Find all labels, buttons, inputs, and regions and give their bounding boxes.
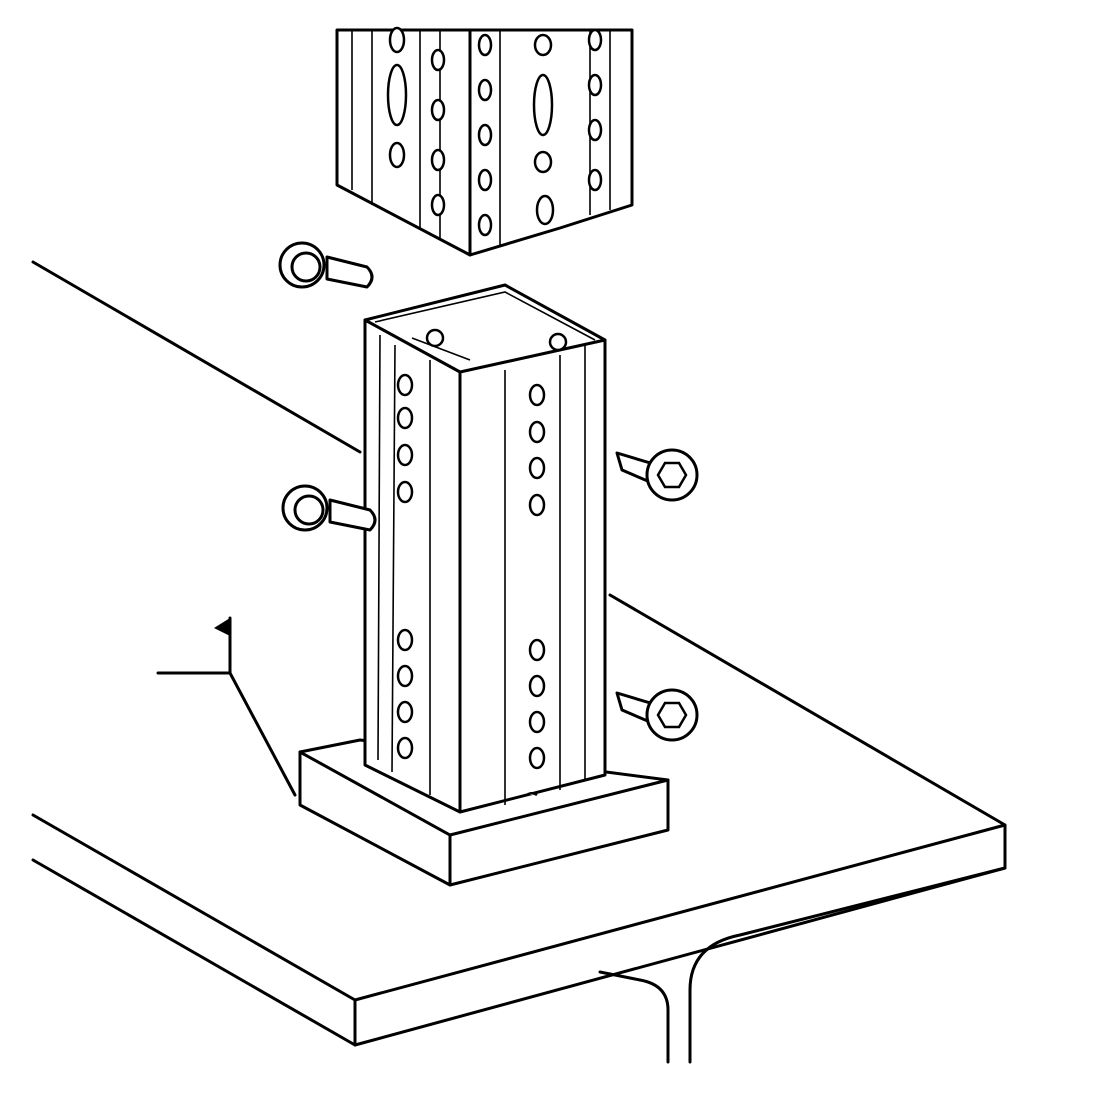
post-hole xyxy=(528,746,546,770)
post-hole xyxy=(396,406,414,430)
upper-post-hole xyxy=(388,141,406,169)
upper-post-hole xyxy=(430,193,446,217)
post-hole xyxy=(528,674,546,698)
upper-post-holes xyxy=(386,26,603,237)
post-hole xyxy=(396,480,414,504)
upper-post-hole xyxy=(430,98,446,122)
upper-post-hole xyxy=(386,63,408,127)
post-hole xyxy=(396,664,414,688)
post-hole xyxy=(425,328,445,348)
post-hole xyxy=(396,443,414,467)
upper-post-hole xyxy=(430,148,446,172)
flange-bolt xyxy=(281,484,377,532)
upper-post-hole xyxy=(388,26,406,54)
post-hole xyxy=(528,456,546,480)
hex-bolt xyxy=(615,688,699,742)
post-hole xyxy=(396,373,414,397)
post-hole xyxy=(528,638,546,662)
upper-post-hole xyxy=(587,118,603,142)
upper-post-hole xyxy=(477,168,493,192)
upper-post-hole xyxy=(587,73,603,97)
base-post xyxy=(363,283,607,814)
post-holes xyxy=(396,328,568,770)
field-weld-symbol xyxy=(156,616,297,797)
upper-post-hole xyxy=(533,150,553,174)
upper-post-hole xyxy=(477,78,493,102)
post-hole xyxy=(528,493,546,517)
post-hole xyxy=(528,710,546,734)
hex-bolt xyxy=(615,448,699,502)
post-hole xyxy=(528,420,546,444)
post-hole xyxy=(396,736,414,760)
upper-post-hole xyxy=(587,168,603,192)
post-hole xyxy=(396,700,414,724)
post-hole xyxy=(548,332,568,352)
upper-post-hole xyxy=(477,123,493,147)
upper-post-hole xyxy=(535,194,555,226)
upper-post-hole xyxy=(477,213,493,237)
upper-post-hole xyxy=(430,48,446,72)
post-hole xyxy=(396,628,414,652)
floor-slab xyxy=(31,260,1007,1064)
upper-post-hole xyxy=(532,73,554,137)
upper-post-hole xyxy=(533,33,553,57)
post-hole xyxy=(528,383,546,407)
flange-bolt xyxy=(278,241,374,289)
upper-post-hole xyxy=(477,33,493,57)
upper-post-hole xyxy=(587,28,603,52)
